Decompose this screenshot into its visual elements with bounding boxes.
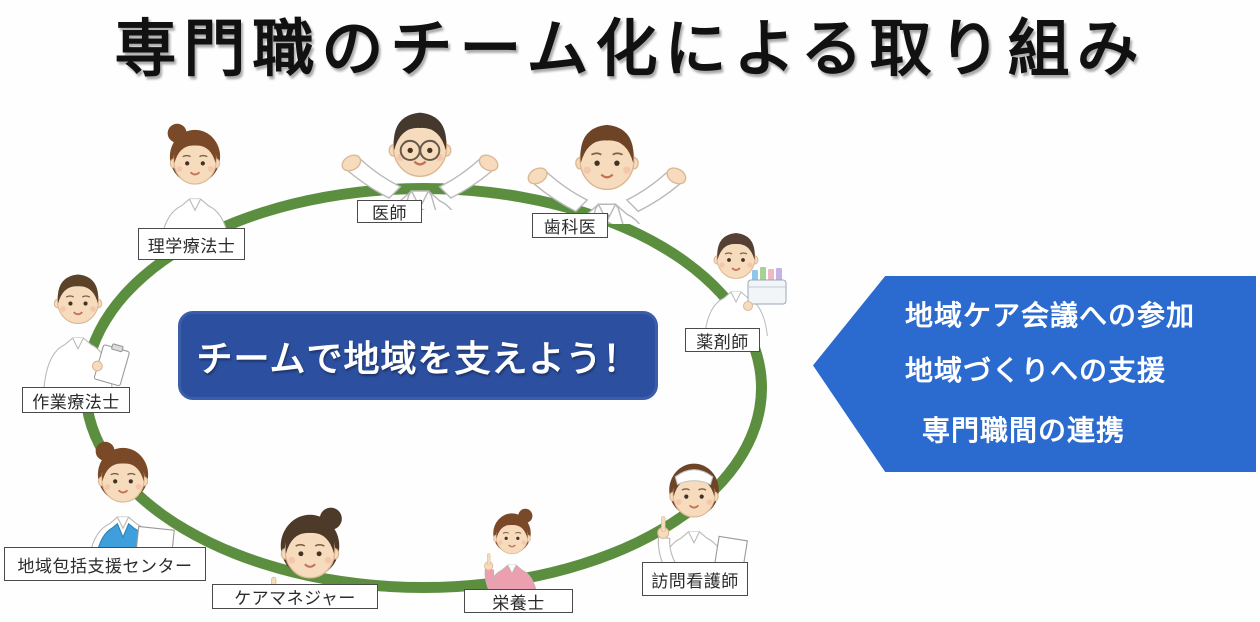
member-label-nutritionist: 栄養士 (464, 589, 573, 613)
slogan-banner: チームで地域を支えよう！ (178, 311, 658, 400)
occupational-therapist-illustration (14, 254, 142, 394)
benefits-arrow: 地域ケア会議への参加 地域づくりへの支援 専門職間の連携 (813, 276, 1256, 472)
member-label-doctor: 医師 (357, 200, 422, 223)
physical-therapist-illustration (128, 112, 262, 236)
member-label-dentist: 歯科医 (532, 213, 608, 238)
arrow-line-1: 地域ケア会議への参加 (905, 300, 1196, 331)
benefits-arrow-lines: 地域ケア会議への参加 地域づくりへの支援 専門職間の連携 (905, 276, 1250, 472)
pharmacist-illustration (676, 214, 796, 336)
doctor-illustration (336, 86, 504, 210)
care-manager-illustration (232, 494, 388, 592)
dentist-illustration (522, 98, 692, 224)
arrow-line-2: 地域づくりへの支援 (905, 355, 1167, 386)
member-label-pharmacist: 薬剤師 (685, 328, 760, 352)
member-label-occupational-therapist: 作業療法士 (22, 387, 130, 413)
member-label-community-support-center: 地域包括支援センター (4, 547, 206, 581)
slogan-text: チームで地域を支えよう！ (196, 337, 640, 379)
member-label-care-manager: ケアマネジャー (212, 584, 378, 609)
page-title: 専門職のチーム化による取り組み (114, 15, 1146, 84)
community-support-center-illustration (56, 430, 190, 554)
visiting-nurse-illustration (628, 446, 760, 568)
arrow-line-3: 専門職間の連携 (922, 415, 1126, 446)
member-label-physical-therapist: 理学療法士 (138, 228, 245, 260)
member-label-visiting-nurse: 訪問看護師 (642, 562, 748, 596)
nutritionist-illustration (462, 500, 562, 596)
